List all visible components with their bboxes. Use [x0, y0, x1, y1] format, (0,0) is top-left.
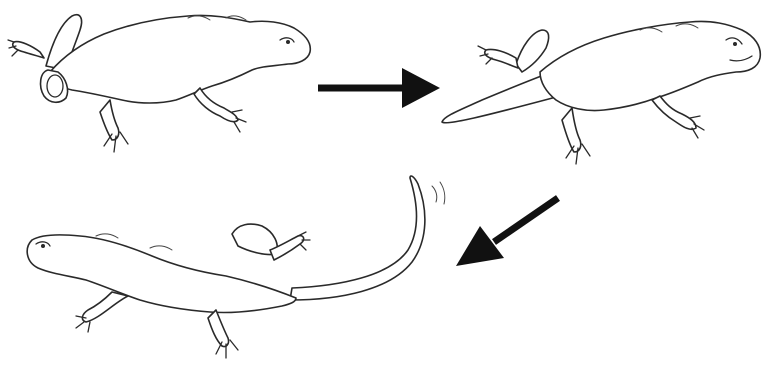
lizard-stage-1 — [8, 15, 310, 152]
arrow-down-left — [456, 198, 558, 266]
lizard-1-pupil — [286, 40, 290, 44]
lizard-1-lower-leg — [100, 100, 119, 140]
lizard-2-body — [540, 21, 760, 110]
lizard-2-lower-leg — [562, 108, 581, 152]
arrow-right — [318, 68, 440, 108]
arrow-right-head — [402, 68, 440, 108]
lizard-2-back-leg — [485, 49, 518, 68]
lizard-3-tail — [290, 176, 425, 300]
arrow-down-left-head — [456, 226, 504, 266]
lizard-3-hind-leg — [208, 310, 229, 347]
lizard-1-body — [50, 15, 310, 103]
arrow-down-left-shaft — [494, 198, 558, 242]
tail-motion-marks — [432, 182, 445, 204]
lizard-3-front-leg — [82, 292, 128, 322]
lizard-stage-2 — [442, 21, 760, 164]
lizard-2-front-leg — [652, 96, 696, 129]
lizard-2-flap — [516, 30, 549, 72]
lizard-3-pupil — [41, 244, 45, 248]
lizard-stage-3 — [27, 176, 445, 358]
lizard-2-pupil — [733, 42, 737, 46]
lizard-1-front-leg — [194, 88, 238, 122]
